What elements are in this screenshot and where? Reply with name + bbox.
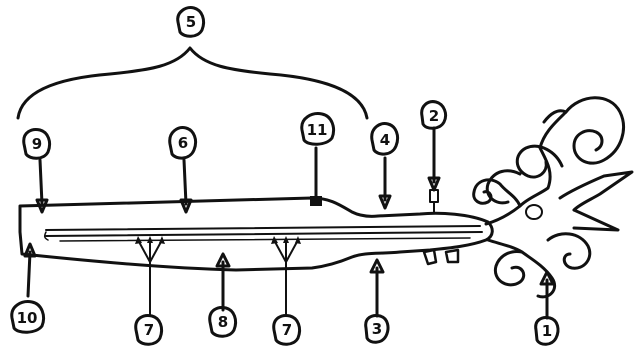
- badge-2: 2: [420, 100, 448, 130]
- badge-4: 4: [370, 122, 400, 156]
- badge-1: 1: [534, 316, 560, 346]
- badge-3: 3: [364, 314, 390, 344]
- pointer-arrows: [23, 126, 555, 320]
- label-8: 8: [218, 313, 228, 331]
- label-5: 5: [186, 13, 196, 31]
- label-10: 10: [17, 309, 38, 327]
- badge-8: 8: [208, 306, 238, 338]
- badge-11: 11: [300, 112, 336, 146]
- label-3: 3: [372, 320, 382, 338]
- badge-5: 5: [176, 6, 206, 38]
- label-1: 1: [542, 322, 552, 340]
- badge-9: 9: [22, 128, 52, 160]
- label-7-right: 7: [282, 321, 292, 339]
- badge-6: 6: [168, 126, 198, 160]
- badge-7-left: 7: [134, 314, 164, 346]
- label-2: 2: [429, 107, 439, 125]
- scroll-head: [472, 96, 634, 299]
- bracket-5: [16, 46, 369, 120]
- instrument-body: [18, 196, 494, 272]
- badge-10: 10: [10, 300, 46, 334]
- label-4: 4: [380, 131, 390, 149]
- badge-7-right: 7: [272, 314, 302, 346]
- label-9: 9: [32, 135, 42, 153]
- label-7-left: 7: [144, 321, 154, 339]
- label-6: 6: [178, 134, 188, 152]
- label-11: 11: [307, 121, 328, 139]
